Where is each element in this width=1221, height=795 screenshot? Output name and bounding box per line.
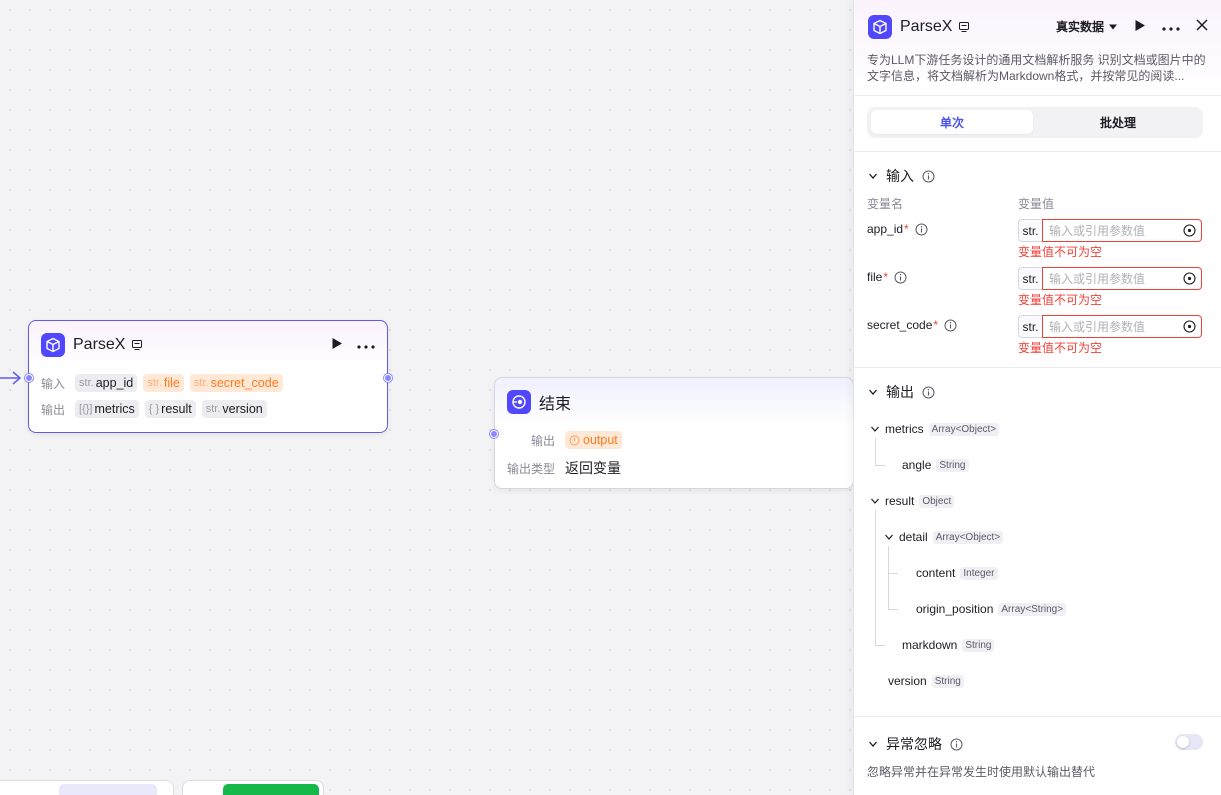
output-tag-result: { }result	[144, 400, 196, 418]
play-icon[interactable]	[1134, 19, 1146, 35]
tab-single[interactable]: 单次	[871, 110, 1033, 134]
node-title: ParseX	[73, 336, 126, 353]
param-name-secret-code: secret_code*	[867, 318, 957, 332]
tree-line	[888, 546, 889, 610]
tree-line	[875, 645, 885, 646]
col-var-value: 变量值	[1018, 197, 1055, 211]
end-icon	[507, 390, 531, 414]
reference-icon[interactable]	[1183, 272, 1196, 285]
output-tag-metrics: [{}]metrics	[75, 400, 139, 418]
cube-icon	[868, 15, 892, 39]
divider	[854, 367, 1221, 368]
input-tag-file: str.file	[143, 374, 184, 392]
cube-icon	[41, 333, 65, 357]
secret-code-input[interactable]: 输入或引用参数值	[1042, 315, 1202, 338]
panel-description: 专为LLM下游任务设计的通用文档解析服务 识别文档或图片中的文字信息，将文档解析…	[867, 53, 1206, 83]
end-input-port[interactable]	[490, 430, 498, 438]
end-node[interactable]: 结束 输出 output 输出类型 返回变量	[494, 377, 854, 489]
input-port[interactable]	[25, 374, 33, 382]
info-icon	[944, 319, 957, 331]
tree-line	[888, 609, 898, 610]
end-output-type-row: 输出类型 返回变量	[507, 460, 622, 476]
param-name-file: file*	[867, 270, 907, 284]
input-section-header[interactable]: 输入	[868, 166, 935, 186]
more-icon[interactable]	[1162, 20, 1180, 34]
chevron-down-icon	[869, 741, 877, 747]
end-node-title: 结束	[539, 396, 572, 413]
play-icon[interactable]	[331, 337, 343, 353]
toolbar-left[interactable]	[0, 780, 174, 795]
param-type[interactable]: str.	[1018, 219, 1042, 242]
ignore-description: 忽略异常并在异常发生时使用默认输出替代	[867, 765, 1096, 779]
error-message: 变量值不可为空	[1018, 341, 1103, 355]
chevron-down-icon[interactable]	[870, 424, 880, 434]
info-icon	[922, 170, 935, 182]
info-icon	[950, 738, 963, 750]
reference-icon[interactable]	[1183, 224, 1196, 237]
chevron-down-icon[interactable]	[884, 532, 894, 542]
window-icon	[958, 21, 970, 33]
tree-line	[875, 438, 876, 466]
info-icon	[922, 386, 935, 398]
tab-batch[interactable]: 批处理	[1099, 115, 1136, 130]
toolbar-right[interactable]	[182, 780, 324, 795]
file-input[interactable]: 输入或引用参数值	[1042, 267, 1202, 290]
parsex-node[interactable]: ParseX 输入 str.app_id str.file str.secret…	[28, 320, 388, 433]
end-output-row: 输出 output	[531, 431, 622, 449]
close-icon[interactable]	[1196, 19, 1208, 34]
divider	[854, 151, 1221, 152]
ignore-exception-toggle[interactable]	[1175, 734, 1203, 750]
node-config-panel: ParseX 真实数据 专为LLM下游任务设计的通用文档解析服务 识别文档或图片…	[853, 0, 1221, 795]
reference-icon[interactable]	[1183, 320, 1196, 333]
arrow-right-icon	[0, 371, 22, 385]
error-message: 变量值不可为空	[1018, 293, 1103, 307]
ignore-section-header[interactable]: 异常忽略	[868, 734, 963, 754]
error-message: 变量值不可为空	[1018, 245, 1103, 259]
info-icon	[894, 271, 907, 283]
chevron-down-icon[interactable]	[870, 496, 880, 506]
data-mode-select[interactable]: 真实数据	[1056, 18, 1118, 35]
input-tag-secret-code: str.secret_code	[189, 374, 283, 392]
chevron-down-icon	[869, 173, 877, 179]
run-mode-tabs: 单次 批处理	[867, 107, 1203, 138]
reference-icon	[569, 435, 580, 445]
app-id-input[interactable]: 输入或引用参数值	[1042, 219, 1202, 242]
tree-line	[888, 573, 898, 574]
param-type[interactable]: str.	[1018, 315, 1042, 338]
tree-line	[875, 465, 885, 466]
tree-line	[875, 510, 876, 646]
toggle-knob	[1177, 736, 1189, 748]
node-output-row: 输出 [{}]metrics { }result str.version	[41, 400, 267, 418]
output-tag-version: str.version	[201, 400, 267, 418]
param-input-file: str. 输入或引用参数值	[1018, 267, 1202, 290]
more-icon[interactable]	[357, 338, 375, 352]
chevron-down-icon	[869, 389, 877, 395]
input-tag-app-id: str.app_id	[75, 374, 138, 392]
param-input-app-id: str. 输入或引用参数值	[1018, 219, 1202, 242]
window-icon	[131, 339, 143, 351]
output-section-header[interactable]: 输出	[868, 382, 935, 402]
output-port[interactable]	[384, 374, 392, 382]
chevron-down-icon	[1109, 24, 1117, 29]
panel-header: ParseX 真实数据 专为LLM下游任务设计的通用文档解析服务 识别文档或图片…	[854, 0, 1221, 96]
divider	[854, 716, 1221, 717]
param-name-app-id: app_id*	[867, 222, 928, 236]
param-type[interactable]: str.	[1018, 267, 1042, 290]
col-var-name: 变量名	[867, 197, 904, 211]
end-output-tag: output	[565, 431, 622, 449]
panel-title: ParseX	[900, 18, 953, 35]
node-input-row: 输入 str.app_id str.file str.secret_code	[41, 374, 283, 392]
param-input-secret-code: str. 输入或引用参数值	[1018, 315, 1202, 338]
info-icon	[915, 223, 928, 235]
